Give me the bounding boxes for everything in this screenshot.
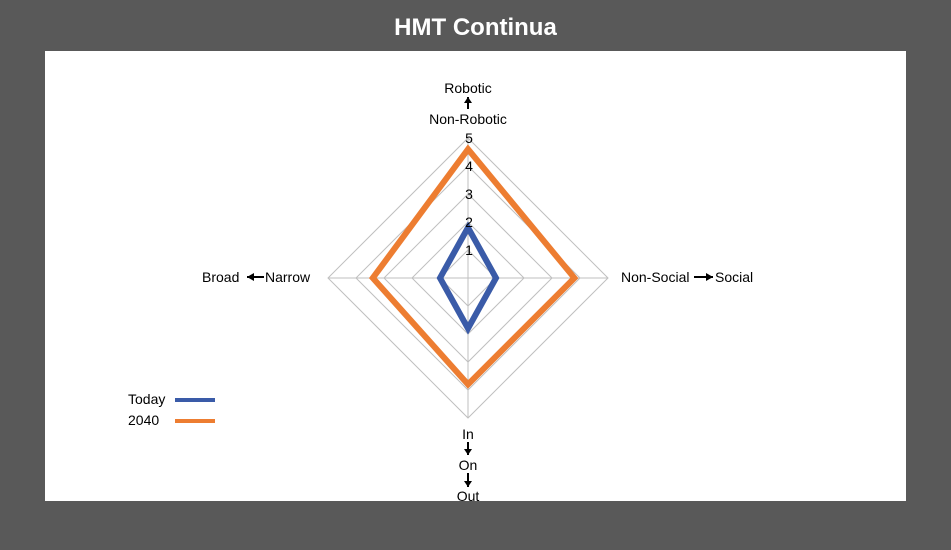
series-today-polygon <box>436 221 500 335</box>
arrow-robotic-head <box>464 97 472 103</box>
radar-tick-labels: 1 2 3 4 5 <box>465 130 473 258</box>
arrow-social-head <box>706 273 713 281</box>
axis-label-out: Out <box>457 488 480 501</box>
axis-label-on: On <box>459 457 478 473</box>
axis-label-broad: Broad <box>202 269 239 285</box>
axis-label-social: Social <box>715 269 753 285</box>
tick-label-4: 4 <box>465 158 473 174</box>
arrow-broad-head <box>247 273 254 281</box>
axis-label-non-social: Non-Social <box>621 269 689 285</box>
legend: Today 2040 <box>128 391 215 428</box>
arrow-out-head <box>464 481 472 487</box>
series-2040-polygon <box>368 144 579 389</box>
chart-title: HMT Continua <box>394 14 557 41</box>
tick-label-2: 2 <box>465 214 473 230</box>
tick-label-1: 1 <box>465 242 473 258</box>
axis-label-narrow: Narrow <box>265 269 311 285</box>
legend-label-today: Today <box>128 391 165 407</box>
tick-label-3: 3 <box>465 186 473 202</box>
axis-label-non-robotic: Non-Robotic <box>429 111 507 127</box>
legend-label-2040: 2040 <box>128 412 159 428</box>
radar-series <box>368 144 579 389</box>
arrow-on-head <box>464 449 472 455</box>
tick-label-5: 5 <box>465 130 473 146</box>
axis-label-robotic: Robotic <box>444 80 491 96</box>
axis-label-in: In <box>462 426 474 442</box>
